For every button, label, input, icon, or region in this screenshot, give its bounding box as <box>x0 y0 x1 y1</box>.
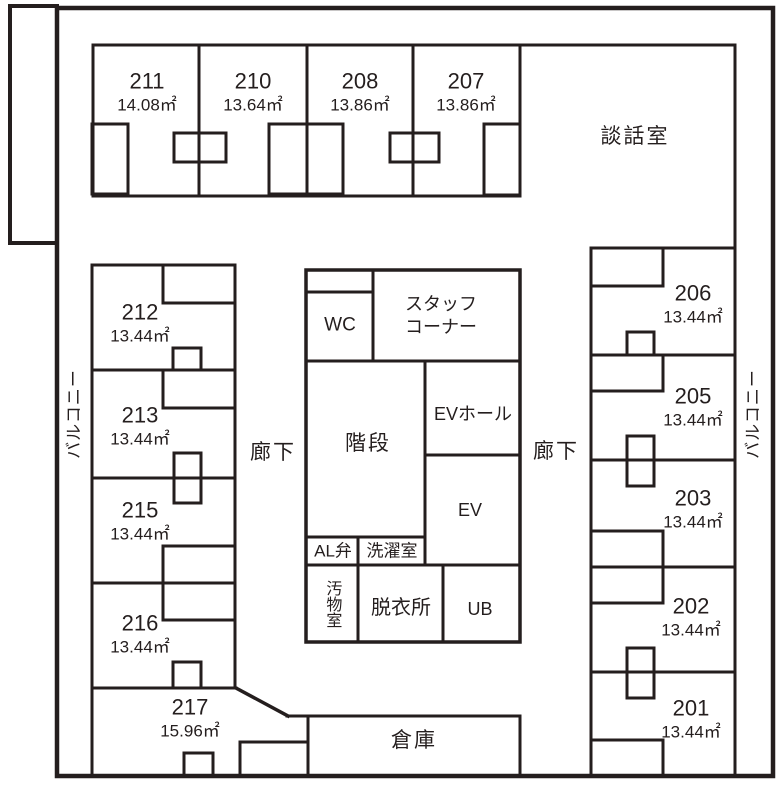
annex-outline <box>8 4 59 245</box>
service-block-partitions <box>304 268 522 644</box>
outer-wall <box>54 5 776 779</box>
door-alcove-marks <box>90 122 665 778</box>
interior-walls <box>90 43 737 778</box>
diagonal-wall <box>233 685 291 719</box>
